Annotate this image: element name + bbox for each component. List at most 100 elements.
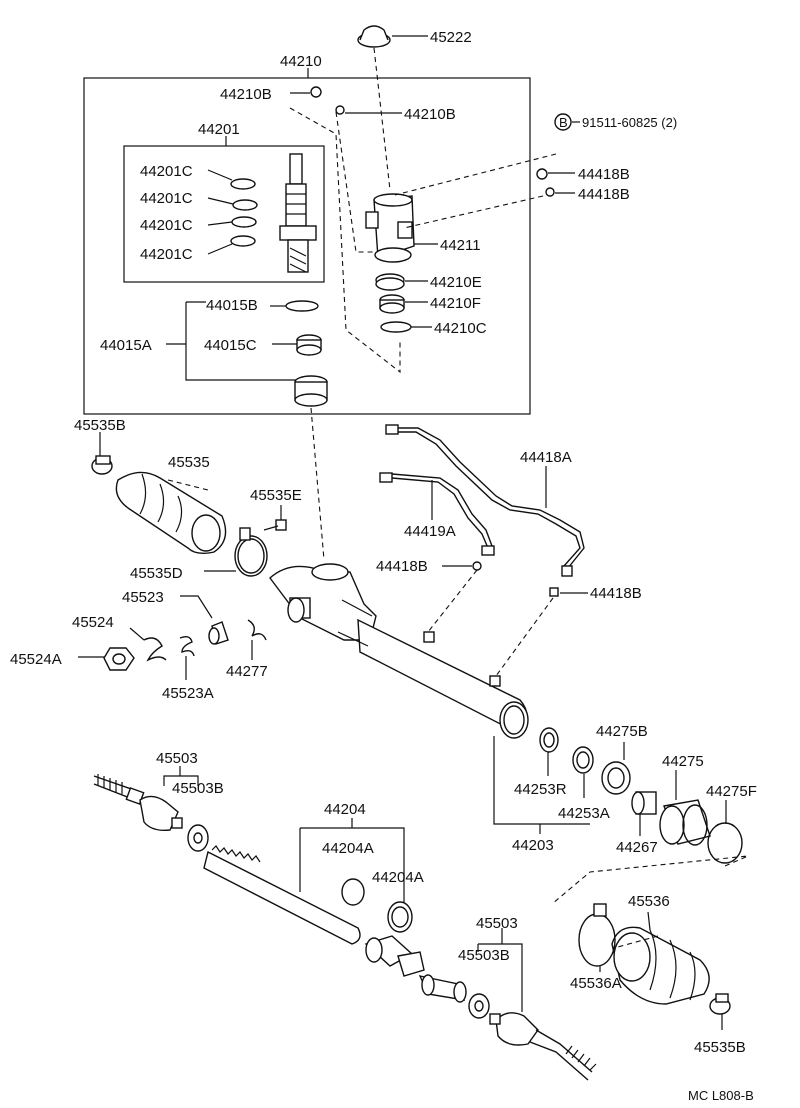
- label-44253R: 44253R: [514, 781, 567, 798]
- part-44015B-oring: [270, 300, 319, 312]
- label-44275: 44275: [662, 753, 704, 770]
- label-44015A: 44015A: [100, 337, 152, 354]
- part-45536-boot: [611, 911, 710, 1005]
- part-45222-cap: [357, 25, 428, 48]
- label-44201C-1: 44201C: [140, 163, 193, 180]
- label-44210: 44210: [280, 53, 322, 70]
- part-44201C-ring-2: [207, 197, 258, 211]
- part-44277-spring: [247, 619, 267, 660]
- label-44210F: 44210F: [430, 295, 481, 312]
- part-44418A-pipe: [385, 424, 585, 577]
- part-44211-housing: [365, 193, 438, 263]
- label-44210B-a: 44210B: [220, 86, 272, 103]
- part-45503-tie-rod-end-left: [93, 766, 199, 832]
- label-44204A-1: 44204A: [322, 840, 374, 857]
- part-45503B-washer-left: [187, 824, 209, 852]
- label-45503-right: 45503: [476, 915, 518, 932]
- label-44419A: 44419A: [404, 523, 456, 540]
- part-44015A-plug: [294, 375, 328, 407]
- part-45523-guide: [180, 595, 229, 645]
- part-44201-valve: [279, 153, 317, 273]
- part-45524-spring: [129, 627, 167, 662]
- label-44418B-2: 44418B: [578, 186, 630, 203]
- part-44253R-seal: [539, 727, 559, 776]
- part-44418B-ball-2: [545, 187, 575, 197]
- label-44201C-4: 44201C: [140, 246, 193, 263]
- part-44210B-ball-b: [335, 105, 402, 115]
- label-44210E: 44210E: [430, 274, 482, 291]
- part-44418B-ball-3: [442, 561, 482, 571]
- label-44418B-3: 44418B: [376, 558, 428, 575]
- label-45535: 45535: [168, 454, 210, 471]
- part-45536A-clamp: [578, 903, 616, 972]
- label-45524: 45524: [72, 614, 114, 631]
- label-45523: 45523: [122, 589, 164, 606]
- assembly-box-44201: [123, 145, 325, 283]
- part-44015C-seal: [272, 334, 322, 356]
- label-44015B: 44015B: [206, 297, 258, 314]
- label-44418B-1: 44418B: [578, 166, 630, 183]
- label-45535E: 45535E: [250, 487, 302, 504]
- label-45536A: 45536A: [570, 975, 622, 992]
- part-44418B-ball-4: [549, 587, 588, 597]
- label-45535B-top: 45535B: [74, 417, 126, 434]
- part-44267-bushing: [631, 791, 657, 836]
- label-44210C: 44210C: [434, 320, 487, 337]
- label-45535D: 45535D: [130, 565, 183, 582]
- label-44015C: 44015C: [204, 337, 257, 354]
- part-44210F-seal: [379, 294, 428, 314]
- label-44211: 44211: [440, 237, 481, 254]
- label-44275F: 44275F: [706, 783, 757, 800]
- label-44418B-4: 44418B: [590, 585, 642, 602]
- part-44275-end-stop: [659, 770, 711, 846]
- label-44204A-2: 44204A: [372, 869, 424, 886]
- label-45536: 45536: [628, 893, 670, 910]
- part-44201C-ring-4: [207, 235, 256, 255]
- diagram-code: MC L808-B: [688, 1088, 754, 1103]
- label-44201C-2: 44201C: [140, 190, 193, 207]
- label-44418A: 44418A: [520, 449, 572, 466]
- part-rack-end-connector: [364, 935, 467, 1003]
- part-44419A-pipe: [379, 472, 495, 556]
- label-44210B-b: 44210B: [404, 106, 456, 123]
- label-44277: 44277: [226, 663, 268, 680]
- part-45524A-nut: [78, 647, 135, 671]
- part-44210B-ball-a: [290, 86, 322, 98]
- label-45503B-left: 45503B: [172, 780, 224, 797]
- part-91511-bolt: [554, 113, 580, 131]
- part-44210E-bearing: [375, 273, 428, 291]
- part-44203-rack-housing: [269, 563, 529, 739]
- part-44204A-bushing-2: [387, 901, 413, 933]
- label-45523A: 45523A: [162, 685, 214, 702]
- part-45523A-spring: [179, 635, 195, 680]
- part-45535-boot: [115, 471, 227, 555]
- part-44204-rack: [203, 818, 405, 945]
- part-44275F-cap: [707, 800, 743, 864]
- part-45503B-washer-right: [468, 993, 490, 1019]
- part-44201C-ring-3: [207, 216, 257, 228]
- label-45535B-bottom: 45535B: [694, 1039, 746, 1056]
- part-45503-tie-rod-end-right: [477, 928, 597, 1081]
- label-45524A: 45524A: [10, 651, 62, 668]
- label-91511-symbol: B: [559, 115, 568, 130]
- label-45503-left: 45503: [156, 750, 198, 767]
- label-44253A: 44253A: [558, 805, 610, 822]
- part-45535B-clamp-left: [91, 432, 113, 475]
- part-44418B-ball-1: [536, 168, 575, 180]
- part-44201C-ring-1: [207, 169, 256, 190]
- label-44203: 44203: [512, 837, 554, 854]
- label-44201: 44201: [198, 121, 240, 138]
- label-44201C-3: 44201C: [140, 217, 193, 234]
- part-44275B-bushing: [601, 742, 631, 795]
- label-44267: 44267: [616, 839, 658, 856]
- part-45535B-clamp-right: [709, 993, 731, 1030]
- label-44275B: 44275B: [596, 723, 648, 740]
- label-45503B-right: 45503B: [458, 947, 510, 964]
- label-45222: 45222: [430, 29, 472, 46]
- part-45535E-screw: [263, 505, 287, 531]
- part-44210C-oring: [380, 321, 432, 333]
- label-91511: 91511-60825 (2): [582, 115, 677, 130]
- part-44253A-ring: [572, 746, 594, 798]
